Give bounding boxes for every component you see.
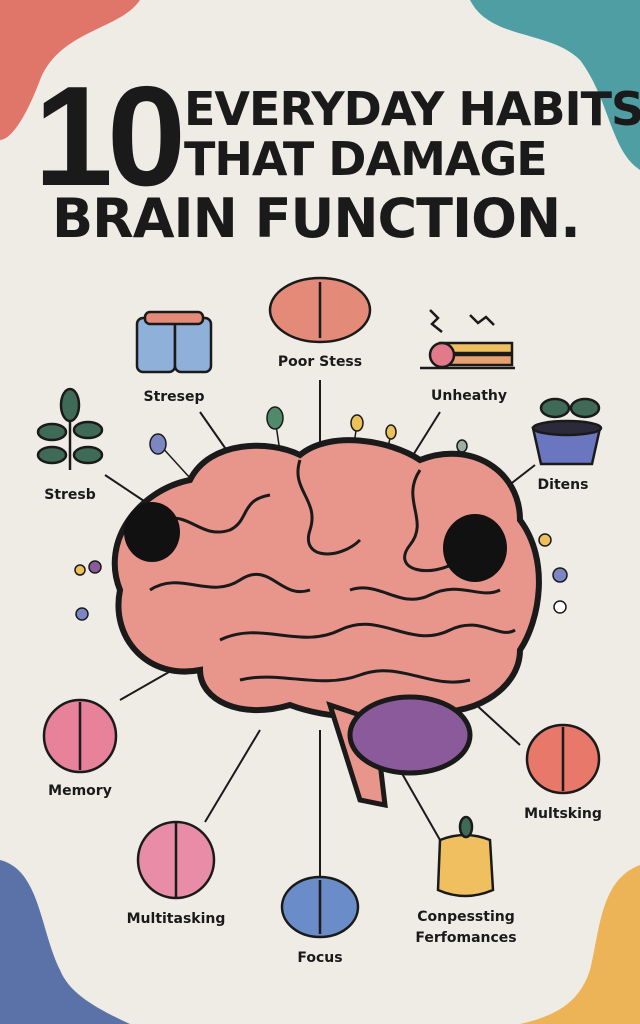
label-multitasking: Multitasking xyxy=(126,911,226,927)
cerebellum xyxy=(347,694,473,776)
brain-icon-memory xyxy=(42,698,118,774)
icons xyxy=(36,276,603,939)
brain-icon-multsking xyxy=(525,723,601,795)
label-memory: Memory xyxy=(48,783,112,799)
apple-icon xyxy=(436,815,495,898)
brain-icon-focus xyxy=(280,875,360,939)
potted-plant-icon xyxy=(531,397,603,466)
corner-blob-top-left xyxy=(0,0,140,140)
brain-icon-multitasking xyxy=(136,820,216,900)
label-conpessting-line-2: Ferfomances xyxy=(415,930,517,946)
brain-folds xyxy=(149,459,516,684)
corner-blob-top-right xyxy=(470,0,640,170)
containers-icon xyxy=(135,310,213,374)
brain-icon-top xyxy=(268,276,372,344)
corner-blob-bottom-left xyxy=(0,860,130,1024)
brain-cerebrum xyxy=(111,437,542,720)
dark-spot-left xyxy=(124,502,180,562)
label-ditens: Ditens xyxy=(537,477,589,493)
label-conpessting-line-1: Conpessting xyxy=(417,909,515,925)
plant-icon xyxy=(36,387,104,470)
title-line-3: BRAIN FUNCTION. xyxy=(52,187,581,250)
label-unheathy: Unheathy xyxy=(430,388,508,404)
corner-blob-bottom-right xyxy=(520,865,640,1024)
title-line-2: THAT DAMAGE xyxy=(184,132,548,186)
connector-lines xyxy=(104,380,536,890)
label-poor-stess: Poor Stess xyxy=(277,354,363,370)
label-conpessting: Conpessting Ferfomances xyxy=(415,907,516,949)
label-focus: Focus xyxy=(297,950,343,966)
dark-spot-right xyxy=(443,514,507,582)
title-number: 10 xyxy=(34,57,186,216)
label-stresb: Stresb xyxy=(44,487,96,503)
food-icon xyxy=(420,309,515,370)
label-multsking: Multsking xyxy=(524,806,602,822)
label-stresep: Stresep xyxy=(143,389,205,405)
title-line-1: EVERYDAY HABITS xyxy=(184,82,640,136)
